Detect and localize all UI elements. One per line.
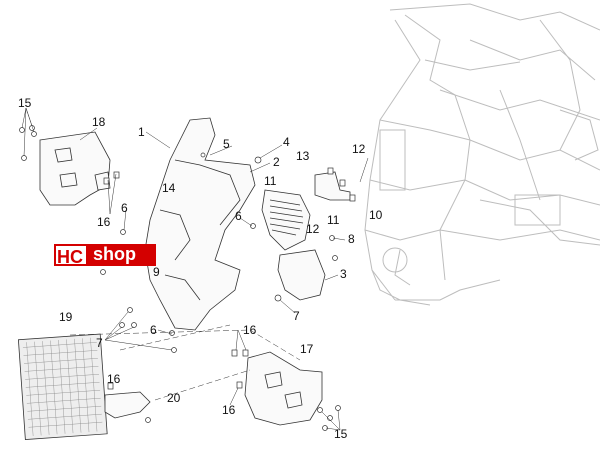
logo-text-shop: shop bbox=[88, 244, 156, 266]
motorcycle-frame bbox=[364, 3, 600, 306]
part-17-panel bbox=[244, 351, 323, 426]
callout-16: 16 bbox=[107, 372, 121, 386]
part-2-grille bbox=[261, 189, 311, 251]
callout-5: 5 bbox=[223, 137, 230, 151]
leader-lines bbox=[21, 107, 369, 431]
callout-7: 7 bbox=[293, 309, 300, 323]
callout-15: 15 bbox=[334, 427, 348, 441]
callout-6: 6 bbox=[121, 201, 128, 215]
callout-12: 12 bbox=[306, 222, 320, 236]
callout-16: 16 bbox=[222, 403, 236, 417]
callout-16: 16 bbox=[243, 323, 257, 337]
fasteners bbox=[19, 125, 356, 431]
callout-10: 10 bbox=[369, 208, 383, 222]
callout-1: 1 bbox=[138, 125, 145, 139]
callout-16: 16 bbox=[97, 215, 111, 229]
part-20-bracket bbox=[104, 391, 151, 419]
callout-17: 17 bbox=[300, 342, 314, 356]
callout-18: 18 bbox=[92, 115, 106, 129]
callout-4: 4 bbox=[283, 135, 290, 149]
callout-12: 12 bbox=[352, 142, 366, 156]
hcshop-logo: HC shop bbox=[54, 244, 156, 267]
callout-7: 7 bbox=[96, 336, 103, 350]
dash-leaders bbox=[69, 324, 301, 401]
logo-text-hc: HC bbox=[54, 244, 88, 267]
part-1-fairing bbox=[144, 117, 256, 331]
part-18-panel bbox=[39, 131, 111, 206]
callout-3: 3 bbox=[340, 267, 347, 281]
callout-9: 9 bbox=[153, 265, 160, 279]
callout-11: 11 bbox=[327, 213, 340, 227]
callout-20: 20 bbox=[167, 391, 181, 405]
callout-6: 6 bbox=[150, 323, 157, 337]
callout-2: 2 bbox=[273, 155, 280, 169]
callout-6: 6 bbox=[235, 209, 242, 223]
part-3-panel bbox=[277, 249, 326, 301]
logo-shop-word: shop bbox=[93, 244, 136, 264]
callout-11: 11 bbox=[264, 174, 277, 188]
callout-14: 14 bbox=[162, 181, 176, 195]
part-19-radiator bbox=[17, 333, 108, 440]
callout-8: 8 bbox=[348, 232, 355, 246]
callout-13: 13 bbox=[296, 149, 310, 163]
callout-15: 15 bbox=[18, 96, 32, 110]
callout-19: 19 bbox=[59, 310, 73, 324]
